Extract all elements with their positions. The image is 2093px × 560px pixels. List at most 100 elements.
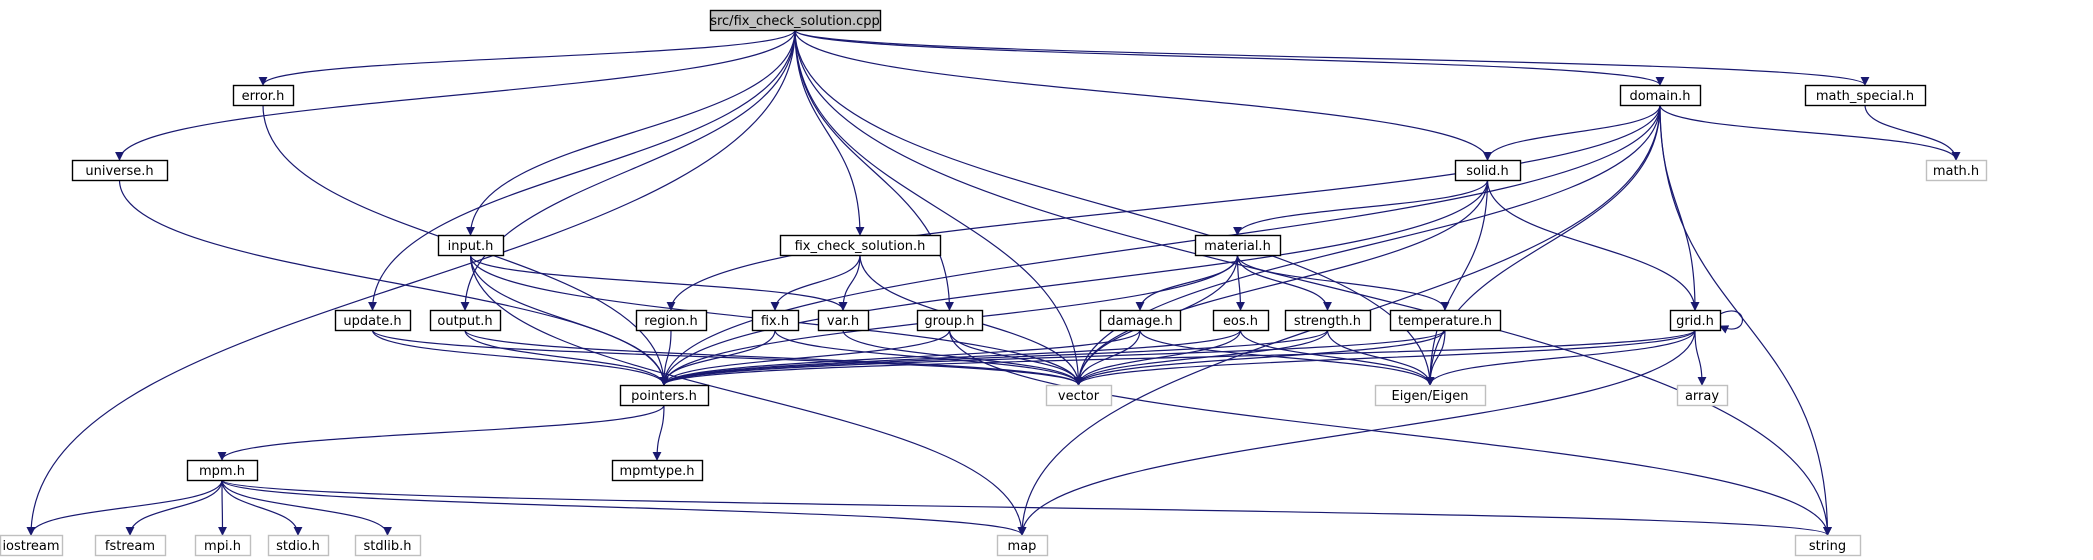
- node-output[interactable]: output.h: [429, 309, 502, 332]
- node-iostream-box: [0, 534, 64, 557]
- edge-root-to-output: [460, 29, 796, 311]
- node-root[interactable]: src/fix_check_solution.cpp: [709, 9, 882, 32]
- node-input-label: input.h: [448, 239, 494, 254]
- node-stdlib-box: [354, 534, 422, 557]
- node-region[interactable]: region.h: [635, 309, 708, 332]
- edge-mpm-to-iostream: [26, 479, 223, 536]
- node-map-label: map: [1008, 539, 1037, 554]
- edge-mpm-to-mpi: [217, 479, 227, 536]
- node-mpi-box: [194, 534, 252, 557]
- edge-input-to-var: [469, 254, 848, 311]
- node-math-box: [1925, 159, 1988, 182]
- dependency-edges: [26, 29, 1961, 536]
- node-error-label: error.h: [242, 89, 285, 104]
- edge-root-to-iostream: [26, 29, 796, 536]
- node-fstream: fstream: [94, 534, 167, 557]
- node-material[interactable]: material.h: [1194, 234, 1282, 257]
- node-stdio-box: [267, 534, 330, 557]
- edge-root-to-vector: [794, 29, 1083, 386]
- node-material-label: material.h: [1204, 239, 1271, 254]
- node-damage-box: [1099, 309, 1182, 332]
- edge-domain-to-math: [1659, 104, 1961, 161]
- edge-input-to-pointers: [469, 254, 669, 386]
- node-var-label: var.h: [827, 314, 859, 329]
- node-string-label: string: [1809, 539, 1846, 554]
- edge-root-to-input: [466, 29, 796, 236]
- edge-fix_check_solution-to-var: [838, 254, 861, 311]
- node-eos-label: eos.h: [1223, 314, 1258, 329]
- node-iostream-label: iostream: [2, 539, 59, 554]
- node-array-box: [1676, 384, 1729, 407]
- edge-domain-to-region: [666, 104, 1661, 311]
- edge-domain-to-grid: [1659, 104, 1700, 311]
- edge-domain-to-vector: [1074, 104, 1661, 386]
- node-damage-label: damage.h: [1107, 314, 1172, 329]
- node-output-label: output.h: [437, 314, 492, 329]
- node-input[interactable]: input.h: [437, 234, 505, 257]
- edge-material-to-temperature: [1236, 254, 1450, 311]
- node-solid[interactable]: solid.h: [1454, 159, 1522, 182]
- node-update[interactable]: update.h: [334, 309, 412, 332]
- node-domain[interactable]: domain.h: [1619, 84, 1702, 107]
- node-group-box: [916, 309, 984, 332]
- edge-fix_check_solution-to-fix: [770, 254, 861, 311]
- node-grid[interactable]: grid.h: [1669, 309, 1722, 332]
- node-fix-label: fix.h: [761, 314, 789, 329]
- node-fix_check_solution-box: [779, 234, 942, 257]
- node-math-label: math.h: [1933, 164, 1979, 179]
- node-var-box: [817, 309, 870, 332]
- node-pointers-box: [619, 384, 710, 407]
- edge-temperature-to-vector: [1074, 329, 1446, 386]
- node-mpi: mpi.h: [194, 534, 252, 557]
- edge-root-to-fix_check_solution: [794, 29, 865, 236]
- node-eos[interactable]: eos.h: [1212, 309, 1270, 332]
- dependency-nodes: src/fix_check_solution.cpp error.h univers…: [0, 9, 1988, 557]
- node-strength-box: [1284, 309, 1372, 332]
- node-vector: vector: [1045, 384, 1113, 407]
- edge-output-to-vector: [464, 329, 1083, 386]
- edge-math_special-to-math: [1864, 104, 1961, 161]
- node-var[interactable]: var.h: [817, 309, 870, 332]
- node-strength[interactable]: strength.h: [1284, 309, 1372, 332]
- node-math_special[interactable]: math_special.h: [1804, 84, 1927, 107]
- edge-solid-to-grid: [1486, 179, 1700, 311]
- node-fstream-label: fstream: [105, 539, 155, 554]
- node-eigen: Eigen/Eigen: [1374, 384, 1487, 407]
- node-stdlib: stdlib.h: [354, 534, 422, 557]
- edge-domain-to-solid: [1483, 104, 1661, 161]
- node-pointers-label: pointers.h: [631, 389, 697, 404]
- node-string: string: [1794, 534, 1862, 557]
- edge-root-to-update: [368, 29, 796, 311]
- node-temperature[interactable]: temperature.h: [1389, 309, 1502, 332]
- node-array: array: [1676, 384, 1729, 407]
- node-stdlib-label: stdlib.h: [364, 539, 412, 554]
- node-string-box: [1794, 534, 1862, 557]
- node-stdio: stdio.h: [267, 534, 330, 557]
- node-solid-box: [1454, 159, 1522, 182]
- node-group[interactable]: group.h: [916, 309, 984, 332]
- node-strength-label: strength.h: [1294, 314, 1361, 329]
- node-pointers[interactable]: pointers.h: [619, 384, 710, 407]
- node-fix_check_solution-label: fix_check_solution.h: [795, 239, 926, 254]
- node-universe[interactable]: universe.h: [71, 159, 169, 182]
- node-temperature-box: [1389, 309, 1502, 332]
- node-region-box: [635, 309, 708, 332]
- node-output-box: [429, 309, 502, 332]
- node-fix[interactable]: fix.h: [751, 309, 800, 332]
- edge-material-to-damage: [1135, 254, 1239, 311]
- node-root-label: src/fix_check_solution.cpp: [710, 14, 880, 29]
- node-mpm[interactable]: mpm.h: [186, 459, 259, 482]
- node-universe-label: universe.h: [85, 164, 153, 179]
- node-fstream-box: [94, 534, 167, 557]
- edge-material-to-strength: [1236, 254, 1332, 311]
- node-universe-box: [71, 159, 169, 182]
- node-region-label: region.h: [644, 314, 698, 329]
- node-mpmtype[interactable]: mpmtype.h: [611, 459, 704, 482]
- node-fix_check_solution[interactable]: fix_check_solution.h: [779, 234, 942, 257]
- node-damage[interactable]: damage.h: [1099, 309, 1182, 332]
- node-error[interactable]: error.h: [232, 84, 295, 107]
- node-mpi-label: mpi.h: [204, 539, 241, 554]
- node-temperature-label: temperature.h: [1398, 314, 1492, 329]
- edge-material-to-eos: [1235, 254, 1245, 311]
- edge-group-to-string: [948, 329, 1832, 536]
